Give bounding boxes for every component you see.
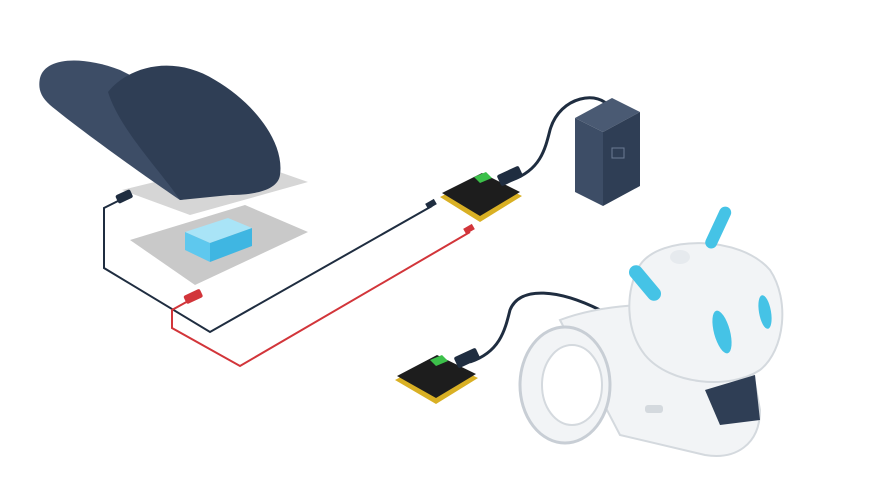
red-wire: [171, 231, 471, 368]
microbit-sender-icon: [440, 166, 523, 222]
battery-wire: [511, 96, 612, 182]
slipper-icon: [39, 60, 281, 200]
dark-wire: [103, 199, 433, 334]
dark-clip-2: [425, 198, 437, 210]
robot-wire: [469, 291, 601, 364]
battery-pack-icon: [575, 98, 640, 206]
red-clip: [183, 289, 203, 304]
microbit-receiver-icon: [395, 348, 480, 404]
foam-block-icon: [185, 218, 252, 262]
robot-icon: [518, 206, 784, 457]
red-clip-2: [463, 223, 475, 235]
dark-clip: [115, 189, 133, 204]
